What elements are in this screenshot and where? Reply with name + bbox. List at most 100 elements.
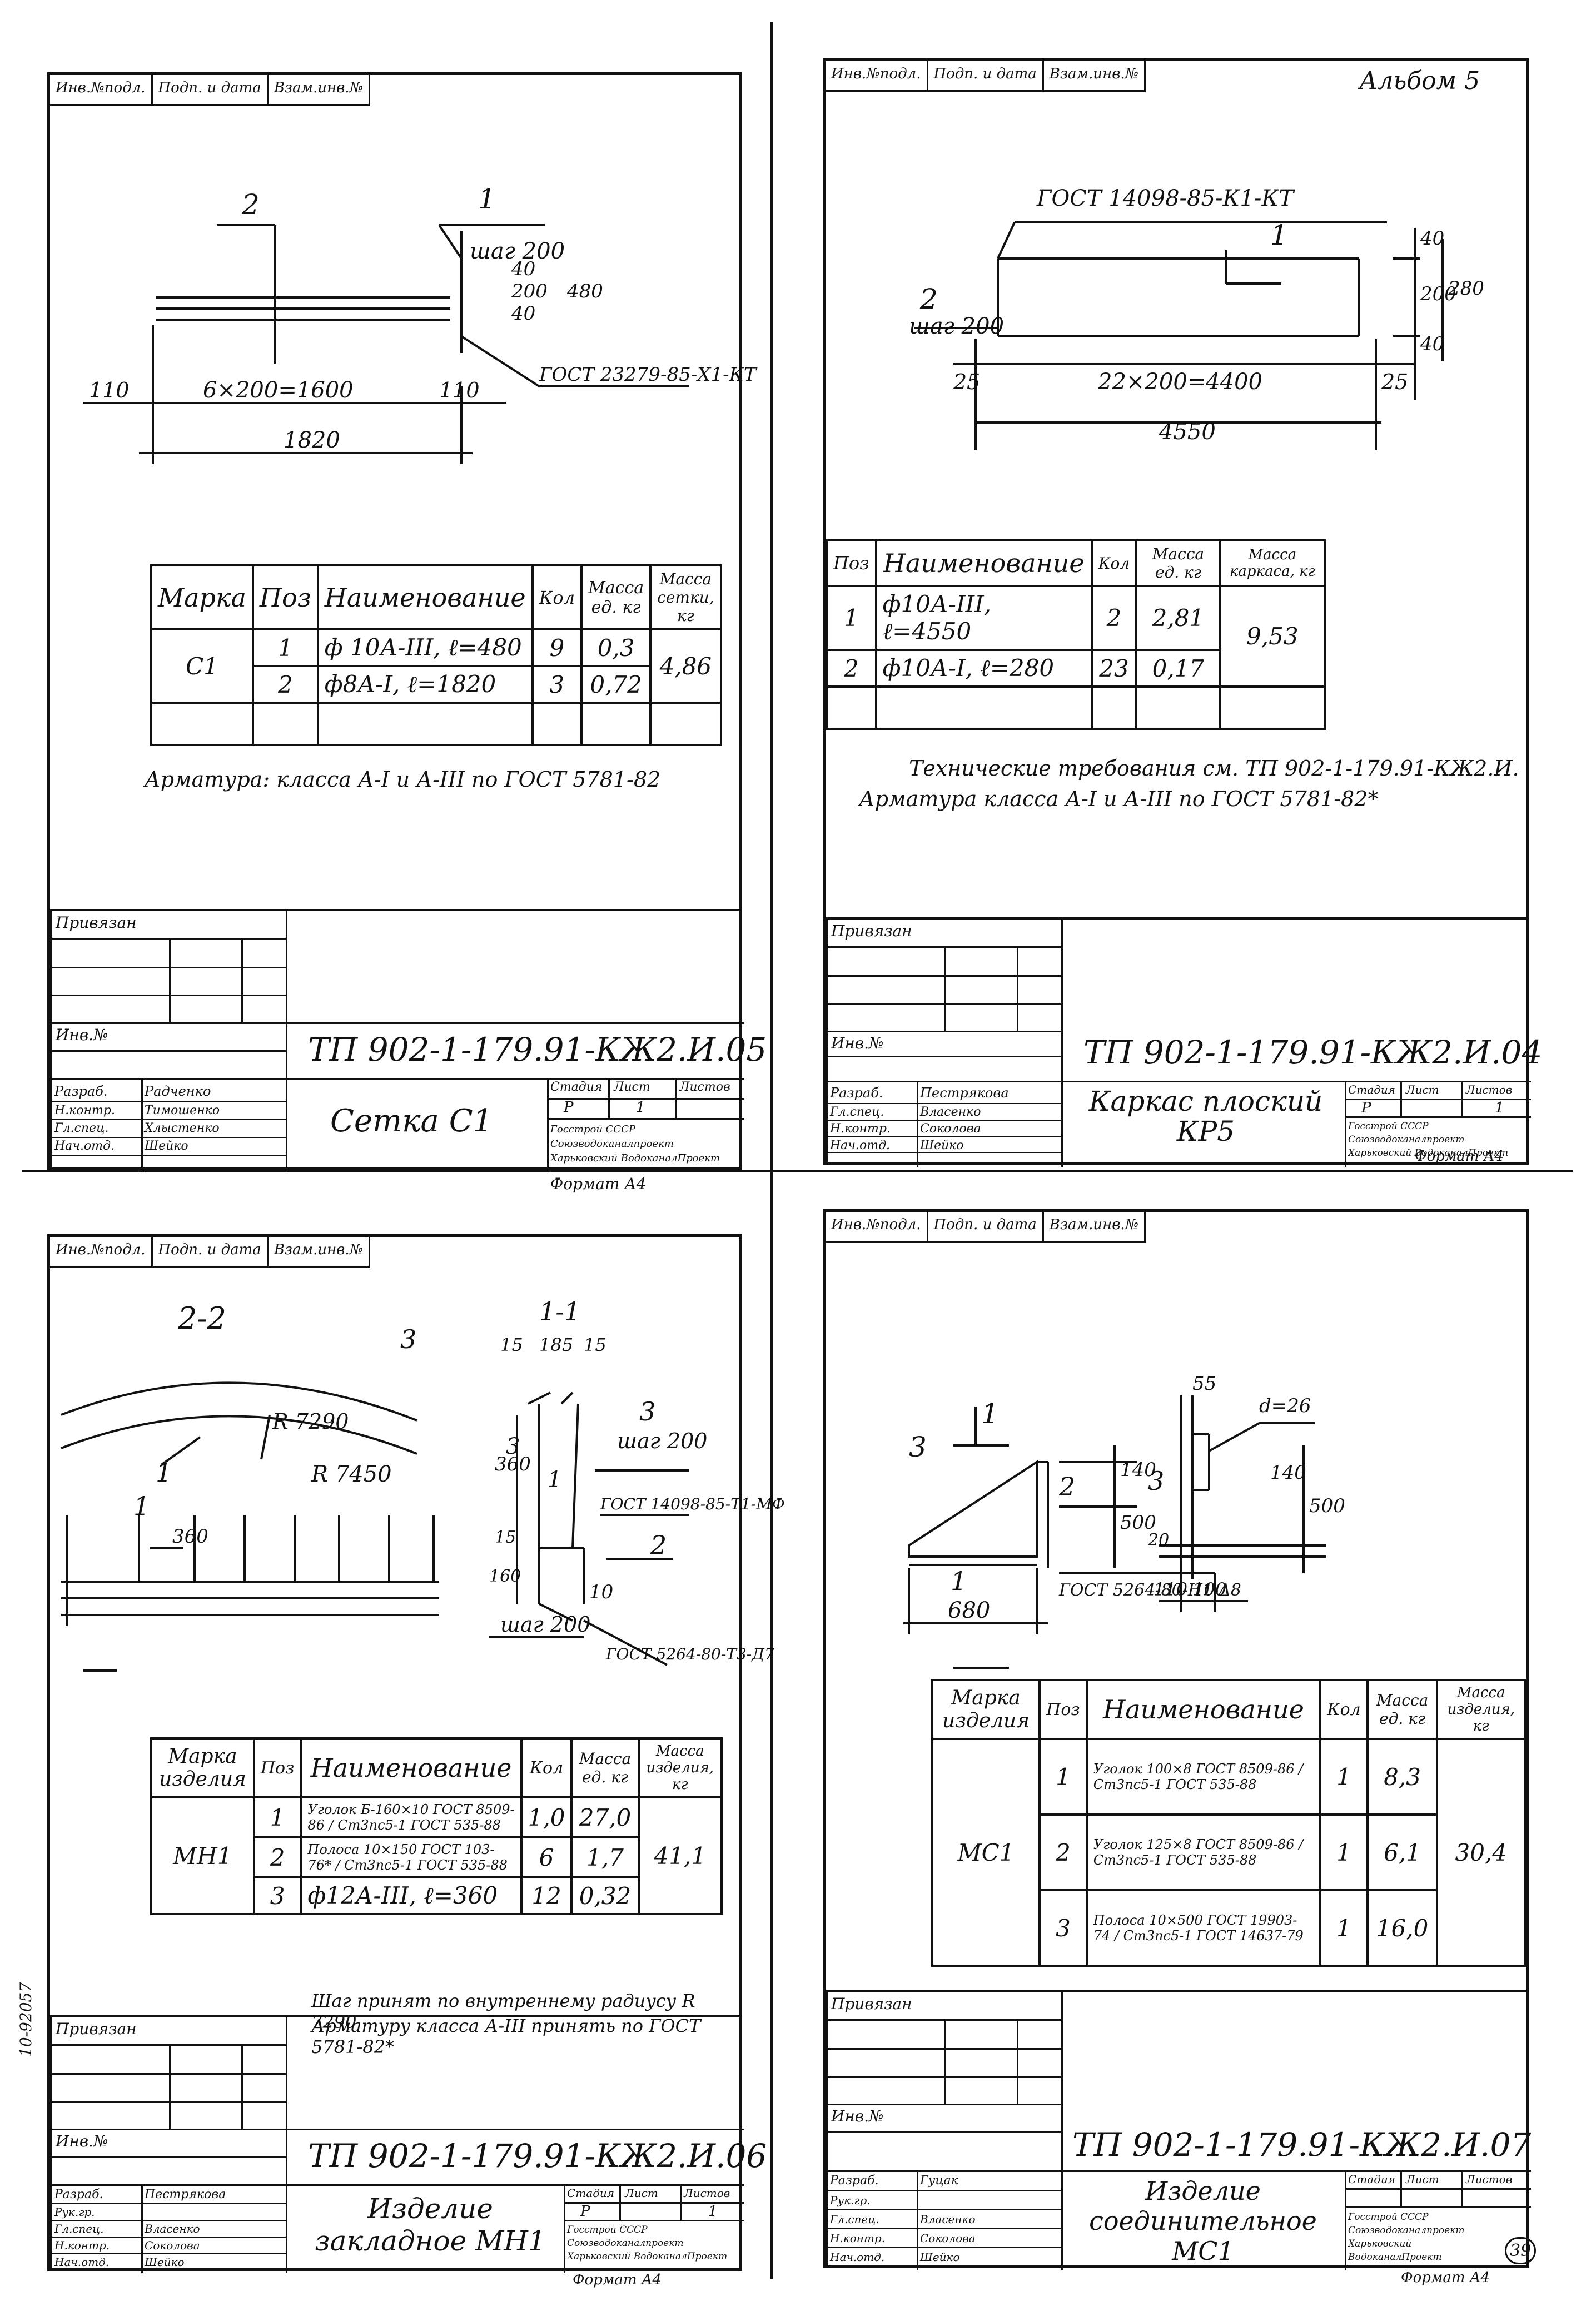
mn1-d15b: 15 [584, 1334, 606, 1355]
mc1-pos3a: 3 [909, 1431, 927, 1463]
c1-r1-qty: 9 [531, 628, 583, 667]
mc1-d140b: 140 [1270, 1462, 1306, 1484]
mn1-d360a: 360 [495, 1453, 531, 1475]
kr5-r2-name: ф10А-I, ℓ=280 [874, 649, 1093, 688]
mc1-r2-mass: 6,1 [1366, 1813, 1439, 1891]
tb-inv: Инв.№ [56, 2132, 108, 2150]
mn1-d185: 185 [539, 1334, 573, 1355]
mc1-r2-name: Уголок 125×8 ГОСТ 8509-86 / Ст3пс5-1 ГОС… [1085, 1813, 1322, 1891]
sheet-karkas-kr5: Инв.№подл. Подп. и дата Взам.инв.№ Альбо… [823, 58, 1542, 1167]
mc1-d500b: 500 [1309, 1495, 1345, 1517]
vertical-divider [770, 22, 773, 2279]
mc1-d110: 110 [1154, 1579, 1187, 1600]
album-label: Альбом 5 [1359, 67, 1480, 95]
mn1-format: Формат А4 [573, 2272, 662, 2288]
mn1-section11: 1-1 [539, 1296, 580, 1326]
tb-inv: Инв.№ [831, 1034, 884, 1052]
tb-role-0: Разраб. [830, 1085, 883, 1101]
header-replace: Взам.инв.№ [1044, 61, 1146, 90]
tb-name-2: Соколова [145, 2239, 200, 2252]
kr5-r1-pos: 1 [826, 585, 877, 651]
kr5-th-name: Наименование [874, 539, 1093, 587]
mn1-r1-qty: 1,0 [520, 1796, 573, 1838]
kr5-d40b: 40 [1420, 333, 1444, 355]
tb-stage: Стадия [1348, 2173, 1395, 2186]
c1-th-qty: Кол [531, 564, 583, 630]
mc1-th-mass: Масса ед. кг [1366, 1679, 1439, 1740]
mc1-gost: ГОСТ 5264-80-Н1-Δ8 [1058, 1581, 1241, 1600]
mn1-th-qty: Кол [520, 1737, 573, 1798]
mc1-th-mark: Марка изделия [931, 1679, 1041, 1740]
c1-th-total: Масса сетки, кг [649, 564, 722, 630]
tb-sheet-name: Каркас плоский КР5 [1088, 1085, 1323, 1147]
tb-role-3: Нач.отд. [830, 1139, 891, 1152]
mc1-cut1: 1 [981, 1398, 999, 1430]
mc1-d500a: 500 [1120, 1512, 1156, 1534]
mc1-r1-qty: 1 [1319, 1738, 1369, 1816]
mn1-mark: МН1 [150, 1796, 255, 1915]
mc1-r3-pos: 3 [1038, 1889, 1088, 1967]
kr5-d40a: 40 [1420, 227, 1444, 250]
kr5-d280: 280 [1448, 277, 1484, 300]
mn1-d10: 10 [589, 1581, 613, 1603]
drawing-karkas-kr5: ГОСТ 14098-85-К1-КТ 1 2 шаг 200 40 200 4… [909, 186, 1484, 450]
tb-stage-v: Р [580, 2203, 590, 2220]
tb-sheets: Листов [684, 2186, 730, 2200]
c1-r1-name: ф 10А-III, ℓ=480 [316, 628, 534, 667]
mn1-r1-name: Уголок Б-160×10 ГОСТ 8509-86 / Ст3пс5-1 … [300, 1796, 523, 1838]
c1-r1-pos: 1 [251, 628, 319, 667]
mn1-margin-note: 10-92057 [17, 1982, 35, 2057]
mn1-pos3b: 3 [506, 1434, 520, 1459]
kr5-pos1: 1 [1270, 219, 1288, 251]
mc1-d680: 680 [948, 1598, 990, 1623]
kr5-span: 22×200=4400 [1097, 369, 1262, 395]
c1-gost: ГОСТ 23279-85-Х1-КТ [539, 364, 758, 386]
mn1-r7450: R 7450 [311, 1462, 392, 1487]
c1-th-pos: Поз [251, 564, 319, 630]
tb-stage: Стадия [550, 1080, 603, 1094]
mc1-d26: d=26 [1259, 1395, 1311, 1417]
mn1-pos1b: 1 [548, 1467, 561, 1493]
header-inv: Инв.№подл. [50, 75, 153, 104]
spec-table-kr5: Поз Наименование Кол Масса ед. кг Масса … [826, 539, 1326, 730]
tb-stage-v: Р [1361, 1100, 1371, 1116]
tb-role-2: Гл.спец. [54, 2222, 104, 2235]
c1-mark: С1 [150, 628, 254, 704]
mn1-th-name: Наименование [300, 1737, 523, 1798]
table-row: МС1 1 Уголок 100×8 ГОСТ 8509-86 / Ст3пс5… [931, 1738, 1526, 1967]
header-sign: Подп. и дата [928, 61, 1044, 90]
tb-stage-v: Р [564, 1099, 574, 1116]
tb-inv: Инв.№ [831, 2107, 884, 2125]
tb-sheets: Листов [679, 1080, 730, 1094]
mn1-cut1: 1 [133, 1491, 150, 1521]
drawing-izdelie-mc1: 1 3 2 140 500 1 ГОСТ 5264-80-Н1-Δ8 680 5… [903, 1373, 1345, 1669]
tb-name-0: Пестрякова [920, 1085, 1009, 1101]
mn1-th-pos: Поз [252, 1737, 302, 1798]
kr5-r2-pos: 2 [826, 649, 877, 688]
kr5-r1-mass: 2,81 [1135, 585, 1221, 651]
c1-pos1-label: 1 [478, 183, 496, 215]
sheet-izdelie-mc1: Инв.№подл. Подп. и дата Взам.инв.№ [823, 1209, 1537, 2270]
tb-sheet: Лист [1406, 1083, 1439, 1096]
mc1-d100: 100 [1192, 1579, 1226, 1600]
tb-bound: Привязан [56, 913, 137, 932]
table-row: 2 Уголок 125×8 ГОСТ 8509-86 / Ст3пс5-1 Г… [932, 1813, 1525, 1891]
mc1-r1-pos: 1 [1038, 1738, 1088, 1816]
tb-name-1: Тимошенко [145, 1104, 220, 1117]
mn1-r2-mass: 1,7 [570, 1836, 640, 1878]
mc1-th-name: Наименование [1085, 1679, 1322, 1740]
tb-sheet-v: 1 [708, 2203, 718, 2220]
tb-code: ТП 902-1-179.91-КЖ2.И.04 [1083, 1033, 1543, 1071]
header-sign: Подп. и дата [153, 1237, 269, 1266]
kr5-total: 4550 [1159, 419, 1216, 445]
tb-stage: Стадия [567, 2186, 614, 2200]
c1-d40a: 40 [511, 258, 535, 280]
c1-th-mass: Масса ед. кг [580, 564, 652, 630]
tb-sheets: Листов [1466, 2173, 1513, 2186]
c1-d110-left: 110 [89, 378, 130, 402]
page-number: 39 [1505, 2237, 1537, 2264]
c1-pos2-label: 2 [241, 188, 260, 221]
kr5-th-pos: Поз [826, 539, 877, 587]
kr5-format: Формат А4 [1415, 1148, 1504, 1165]
mn1-d360b: 360 [172, 1525, 208, 1548]
